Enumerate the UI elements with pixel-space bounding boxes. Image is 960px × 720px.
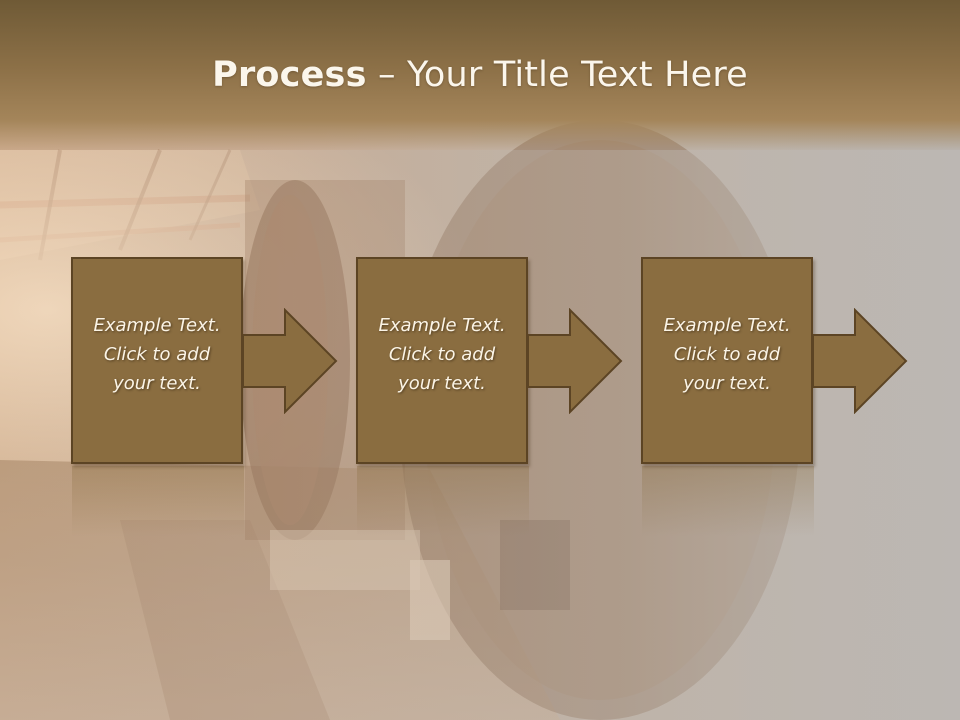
step-3-reflection (642, 466, 814, 536)
step-2-reflection (357, 466, 529, 536)
right-arrow-icon[interactable] (812, 308, 908, 414)
step-2-line-2: Click to add (388, 344, 496, 365)
title-bar (0, 0, 960, 150)
step-1-reflection (72, 466, 244, 536)
step-3-text[interactable]: Example Text. Click to add your text. (643, 311, 811, 398)
step-3-line-1: Example Text. (663, 315, 791, 336)
step-1-box[interactable]: Example Text. Click to add your text. (71, 257, 243, 464)
step-2-line-1: Example Text. (378, 315, 506, 336)
right-arrow-icon[interactable] (242, 308, 338, 414)
step-3-line-3: your text. (683, 373, 771, 394)
title-rest: – Your Title Text Here (366, 55, 748, 95)
step-2-line-3: your text. (398, 373, 486, 394)
step-1-line-1: Example Text. (93, 315, 221, 336)
step-2-text[interactable]: Example Text. Click to add your text. (358, 311, 526, 398)
step-3-box[interactable]: Example Text. Click to add your text. (641, 257, 813, 464)
slide-title[interactable]: Process – Your Title Text Here (0, 52, 960, 98)
step-1-text[interactable]: Example Text. Click to add your text. (73, 311, 241, 398)
step-1-line-2: Click to add (103, 344, 211, 365)
step-3-line-2: Click to add (673, 344, 781, 365)
step-2-box[interactable]: Example Text. Click to add your text. (356, 257, 528, 464)
right-arrow-icon[interactable] (527, 308, 623, 414)
step-1-line-3: your text. (113, 373, 201, 394)
title-bold: Process (212, 55, 367, 95)
